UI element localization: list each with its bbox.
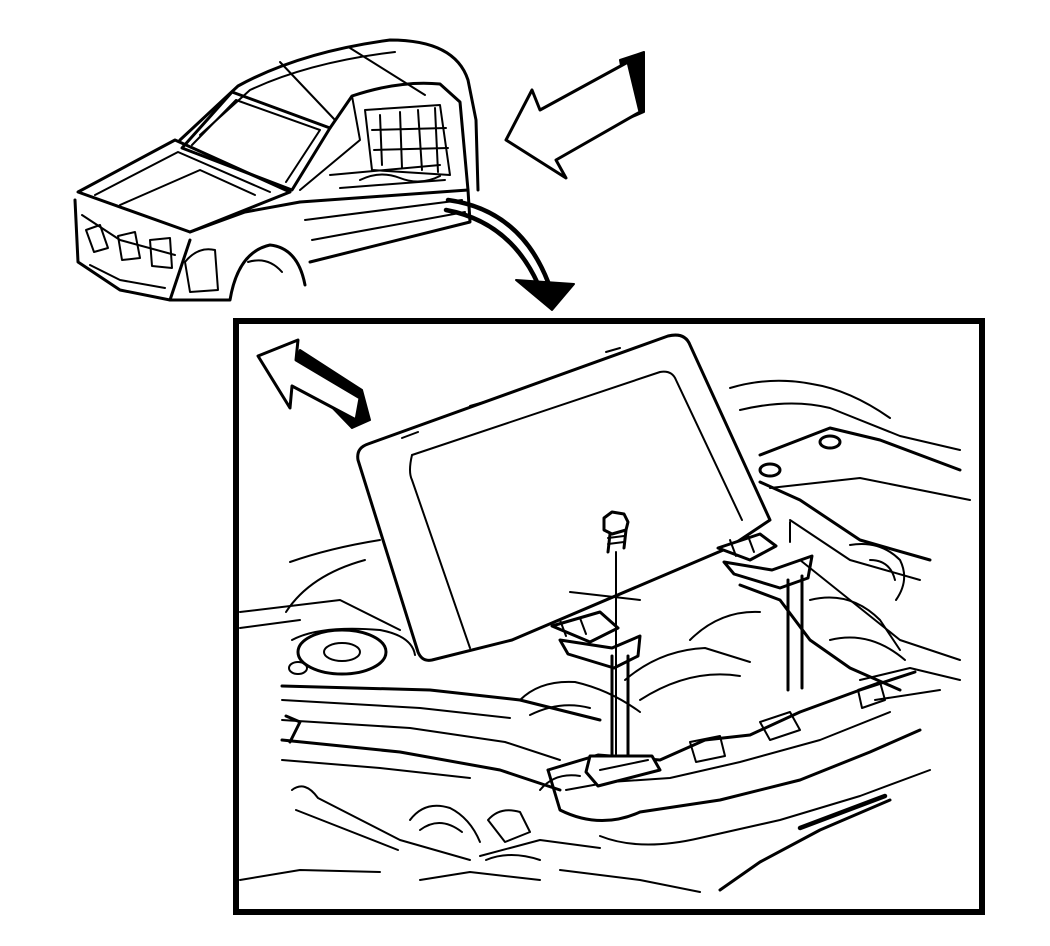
detail-callout-arrow-icon [443, 197, 575, 311]
forward-direction-arrow-icon [504, 51, 645, 180]
bolt-icon [602, 510, 630, 755]
bolt-install-guide [584, 654, 662, 788]
detail-frame [233, 318, 985, 915]
bracket-icon [550, 610, 642, 670]
vehicle-cab-body-icon [73, 38, 480, 302]
bolt-icon [786, 521, 804, 692]
forward-direction-arrow-icon [256, 338, 371, 429]
seat-back-panel-icon [356, 333, 772, 662]
floor-pan [239, 379, 971, 893]
bracket-icon [716, 532, 814, 590]
